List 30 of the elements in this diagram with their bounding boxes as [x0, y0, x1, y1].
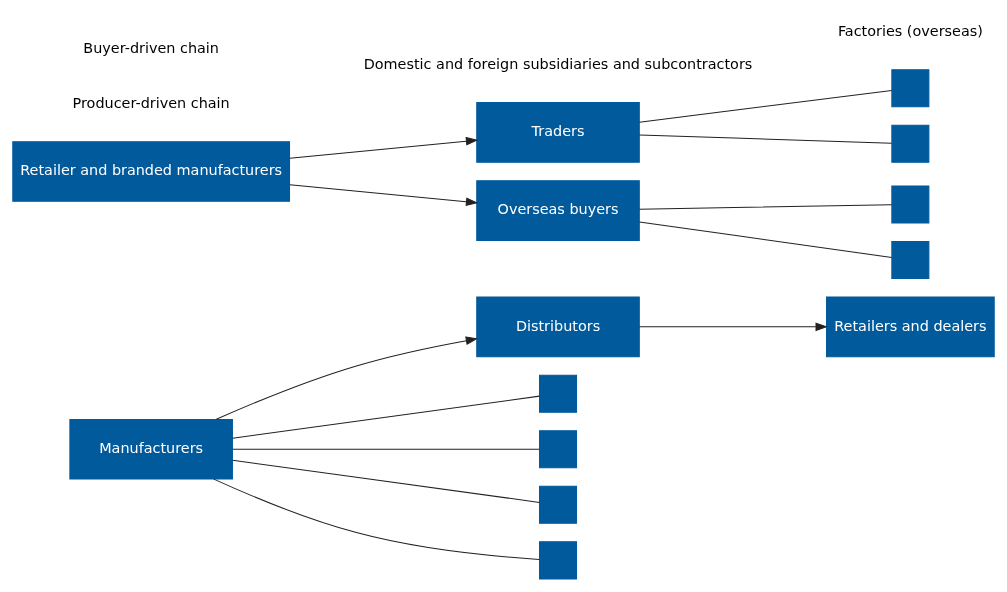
arrow: [638, 322, 828, 331]
node-box: [891, 184, 930, 223]
connector: [638, 220, 893, 258]
node-box: Manufacturers: [69, 418, 233, 480]
connector: [638, 89, 893, 123]
label: Domestic and foreign subsidiaries and subcontractors: [363, 55, 753, 72]
node-box: [539, 374, 578, 413]
connector: [232, 459, 540, 503]
node-box: [891, 68, 930, 107]
node-box: [539, 429, 578, 468]
node-box: Retailers and dealers: [826, 296, 995, 357]
label: Producer-driven chain: [72, 94, 230, 111]
node-box: Distributors: [476, 296, 640, 357]
label: Factories (overseas): [837, 22, 983, 39]
connector: [638, 134, 893, 144]
arrow: [289, 136, 479, 159]
connector: [232, 448, 540, 450]
node-box: [891, 240, 930, 279]
node-box: [539, 485, 578, 524]
arrow: [289, 183, 479, 206]
connector: [232, 395, 540, 439]
arrow: [215, 335, 479, 420]
node-box: Retailer and branded manufacturers: [12, 140, 291, 202]
connector: [638, 203, 893, 210]
connector: [213, 478, 540, 560]
node-box: Overseas buyers: [476, 179, 640, 241]
node-box: [891, 124, 930, 163]
node-box: [539, 540, 578, 579]
label: Buyer-driven chain: [83, 39, 219, 56]
node-box: Traders: [476, 101, 640, 163]
